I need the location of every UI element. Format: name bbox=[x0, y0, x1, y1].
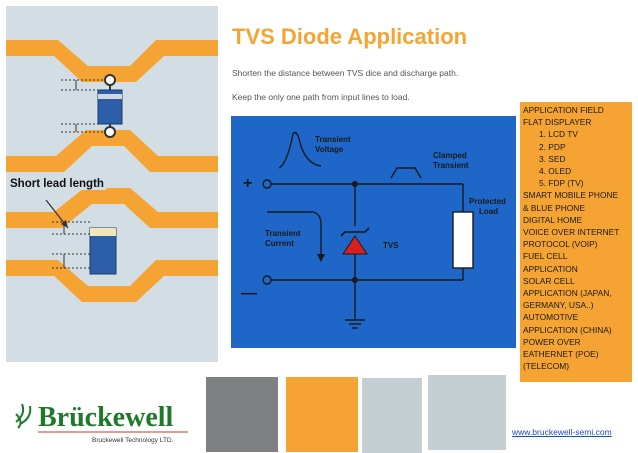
swatch-orange bbox=[286, 377, 358, 452]
application-item: 5. FDP (TV) bbox=[539, 178, 584, 189]
application-item: (TELECOM) bbox=[523, 361, 570, 372]
transient-current-label-1: Transient bbox=[265, 229, 301, 238]
protected-load-label-1: Protected bbox=[469, 197, 506, 206]
clamped-label-2: Transient bbox=[433, 161, 469, 170]
subtitle-path: Keep the only one path from input lines … bbox=[232, 92, 410, 102]
pcb-trace-drawing bbox=[6, 40, 218, 302]
protected-load-resistor bbox=[452, 211, 474, 269]
bottom-upper-trace bbox=[6, 188, 218, 228]
subtitle-distance: Shorten the distance between TVS dice an… bbox=[232, 68, 459, 78]
transient-voltage-label-2: Voltage bbox=[315, 145, 344, 154]
protected-load-label-2: Load bbox=[479, 207, 498, 216]
application-item: VOICE OVER INTERNET bbox=[523, 227, 620, 238]
application-item: FLAT DISPLAYER bbox=[523, 117, 592, 128]
top-solder-pad-lower bbox=[104, 126, 116, 138]
top-solder-pad-upper bbox=[104, 74, 116, 86]
swatch-dark-gray bbox=[206, 377, 278, 452]
application-item: SMART MOBILE PHONE bbox=[523, 190, 619, 201]
bottom-lower-trace bbox=[6, 260, 218, 302]
top-lower-trace bbox=[6, 130, 218, 172]
short-lead-length-label: Short lead length bbox=[8, 178, 106, 190]
application-item: APPLICATION (JAPAN, bbox=[523, 288, 612, 299]
bruckewell-logo: Brückewell Bruckewell Technology LTD. bbox=[12, 392, 194, 448]
application-item: PROTOCOL (VOIP) bbox=[523, 239, 598, 250]
tvs-diode-symbol bbox=[342, 235, 368, 255]
application-item: & BLUE PHONE bbox=[523, 202, 585, 213]
logo-brand-text: Brückewell bbox=[38, 402, 174, 433]
application-item: 3. SED bbox=[539, 153, 566, 164]
application-item: AUTOMOTIVE bbox=[523, 312, 579, 323]
application-item: 4. OLED bbox=[539, 166, 572, 177]
bottom-diode-band bbox=[90, 228, 116, 236]
application-item: POWER OVER bbox=[523, 336, 581, 347]
application-item: DIGITAL HOME bbox=[523, 214, 583, 225]
circuit-schematic: + — Transient Voltage Clamped Transient … bbox=[241, 131, 506, 329]
application-item: APPLICATION (CHINA) bbox=[523, 324, 612, 335]
plus-sign: + bbox=[243, 175, 252, 192]
application-item: APPLICATION bbox=[523, 263, 578, 274]
top-upper-trace bbox=[6, 40, 218, 82]
application-item: EATHERNET (POE) bbox=[523, 349, 599, 360]
application-item: 2. PDP bbox=[539, 141, 566, 152]
logo-company-text: Bruckewell Technology LTD. bbox=[92, 437, 174, 444]
tvs-circuit-diagram: + — Transient Voltage Clamped Transient … bbox=[231, 116, 516, 348]
logo-graphic: Brückewell Bruckewell Technology LTD. bbox=[15, 402, 188, 444]
application-item: GERMANY, USA..) bbox=[523, 300, 594, 311]
clamped-label-1: Clamped bbox=[433, 151, 467, 160]
swatch-light-gray-2 bbox=[428, 375, 506, 450]
swatch-light-gray-1 bbox=[362, 378, 422, 453]
transient-current-label-2: Current bbox=[265, 239, 294, 248]
application-item: 1. LCD TV bbox=[539, 129, 578, 140]
page-title: TVS Diode Application bbox=[232, 24, 468, 49]
tvs-label: TVS bbox=[383, 241, 399, 250]
application-item: APPLICATION FIELD bbox=[523, 105, 604, 115]
application-item: SOLAR CELL bbox=[523, 275, 575, 286]
top-diode-band bbox=[98, 94, 122, 99]
transient-voltage-label-1: Transient bbox=[315, 135, 351, 144]
minus-sign: — bbox=[241, 285, 257, 302]
website-link[interactable]: www.bruckewell-semi.com bbox=[512, 427, 612, 437]
application-item: FUEL CELL bbox=[523, 251, 568, 262]
